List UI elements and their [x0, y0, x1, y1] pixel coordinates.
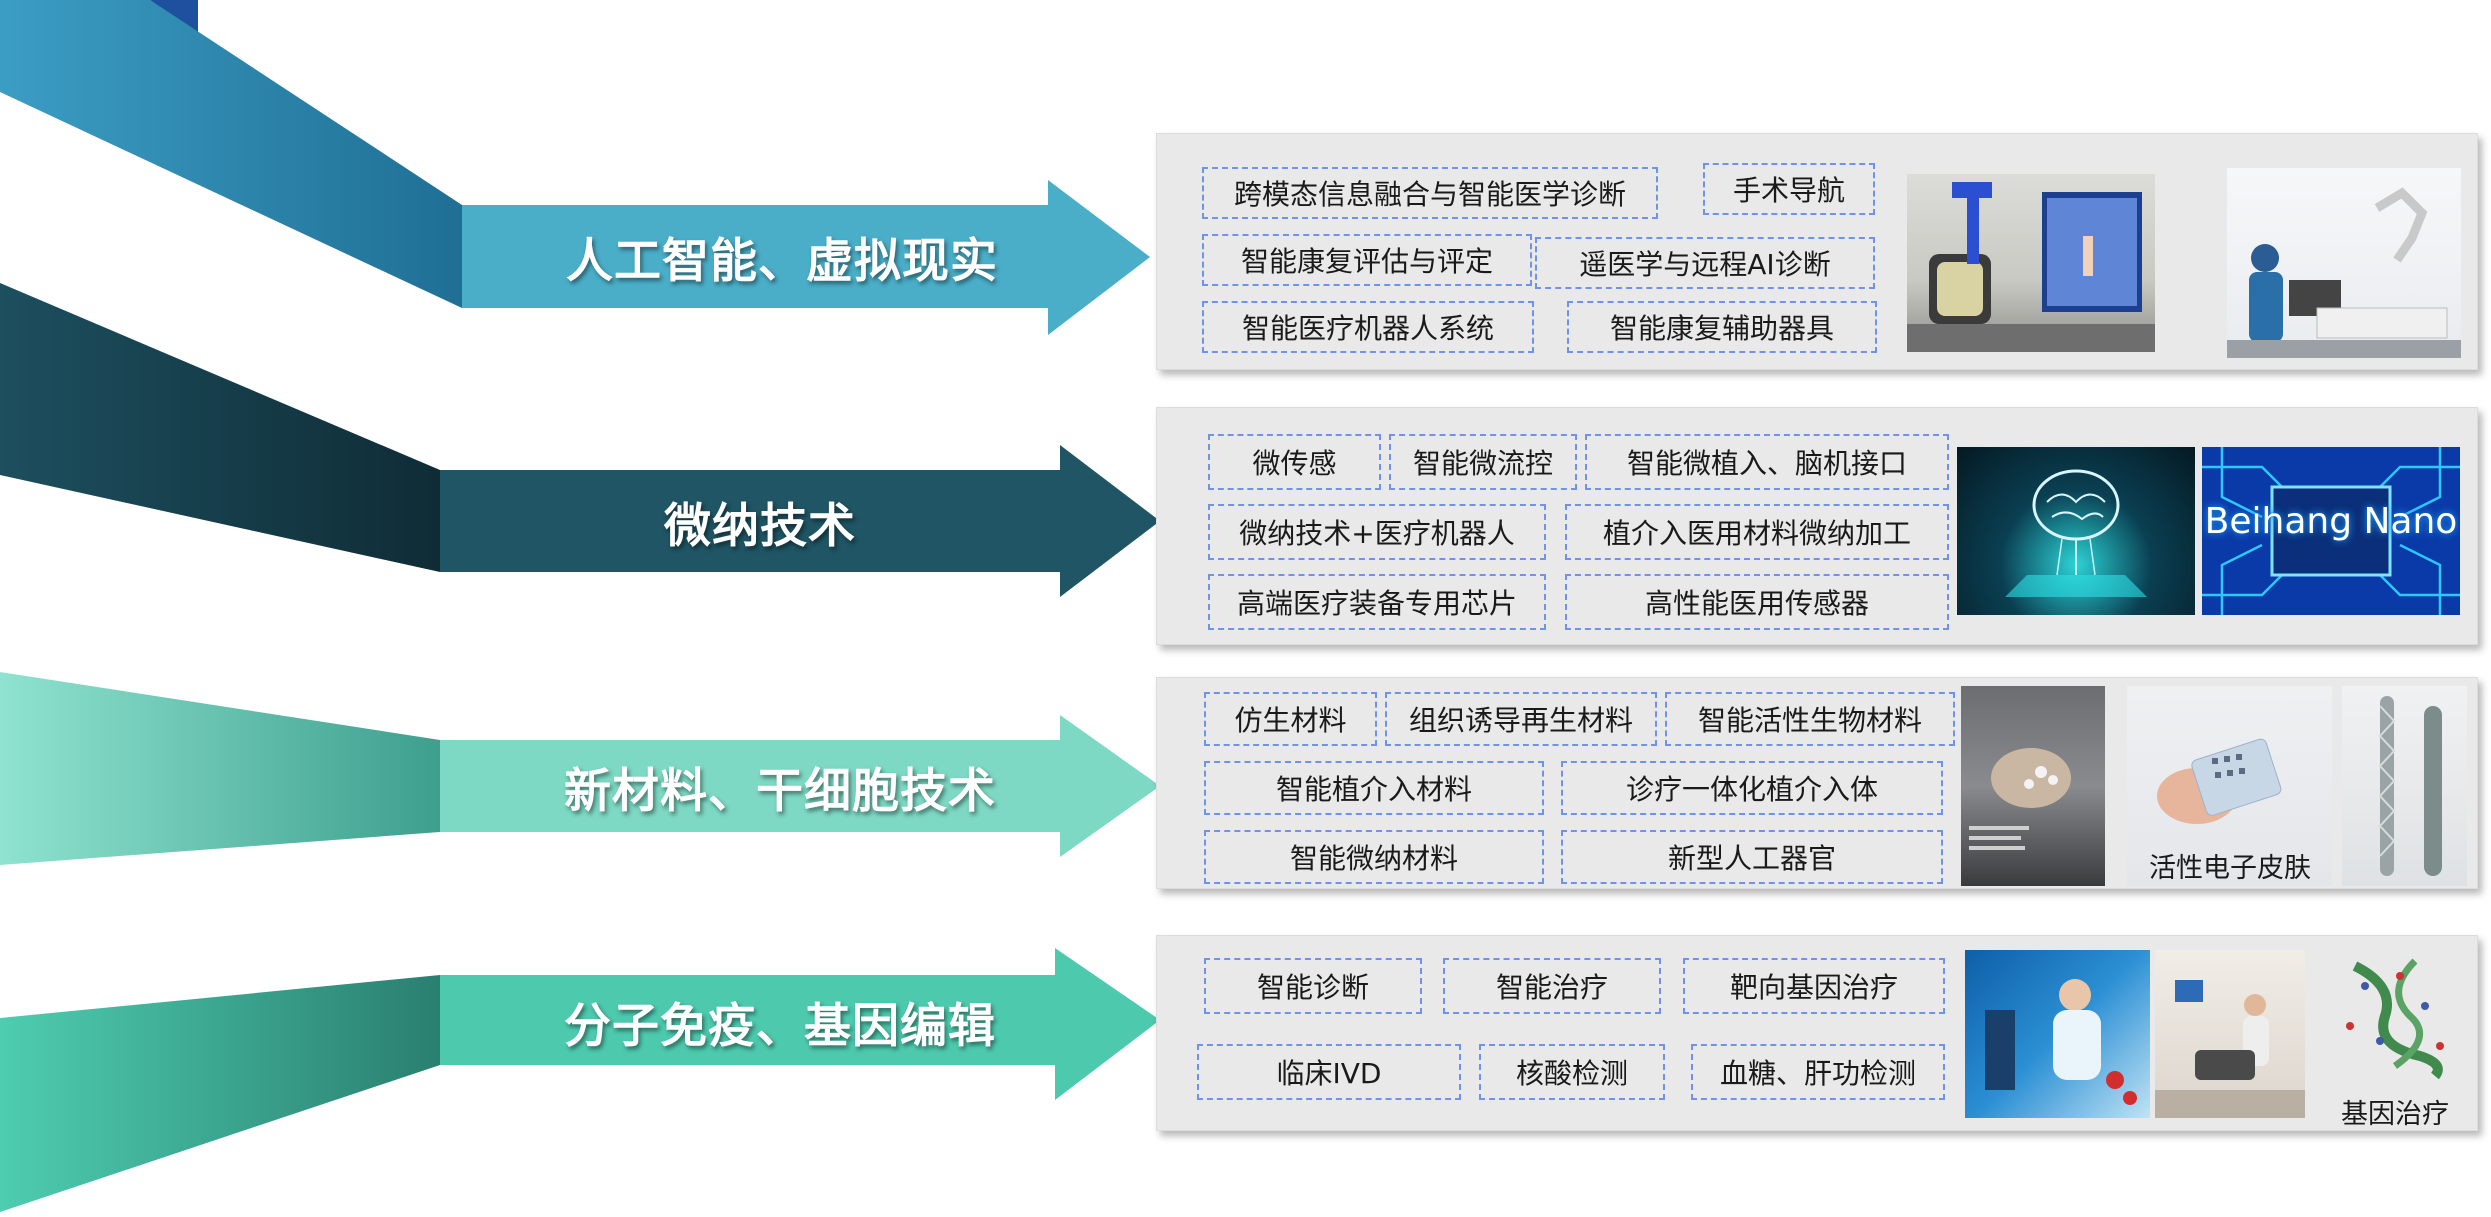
tag: 智能微纳材料 — [1204, 830, 1544, 884]
tag: 诊疗一体化植介入体 — [1561, 761, 1943, 815]
tag: 血糖、肝功检测 — [1691, 1044, 1945, 1100]
tag: 植介入医用材料微纳加工 — [1565, 504, 1949, 560]
tag: 靶向基因治疗 — [1683, 958, 1945, 1014]
tag: 仿生材料 — [1204, 692, 1377, 746]
caption-electronic-skin: 活性电子皮肤 — [2149, 853, 2311, 884]
panel-molecular-immunity: 智能诊断 智能治疗 靶向基因治疗 临床IVD 核酸检测 血糖、肝功检测 — [1156, 935, 2478, 1131]
tag: 智能微植入、脑机接口 — [1585, 434, 1949, 490]
arrow-4 — [440, 948, 1160, 1100]
fan-2 — [0, 283, 440, 572]
lab-research-photo — [1965, 950, 2150, 1118]
panel-new-materials: 仿生材料 组织诱导再生材料 智能活性生物材料 智能植介入材料 诊疗一体化植介入体… — [1156, 677, 2478, 889]
tag: 高端医疗装备专用芯片 — [1208, 574, 1546, 630]
arrow-1 — [462, 180, 1150, 335]
biomaterial-photo — [1961, 686, 2105, 886]
arrow-label-3: 新材料、干细胞技术 — [564, 763, 996, 819]
arrow-3 — [440, 715, 1160, 857]
electronic-skin-photo — [2127, 686, 2332, 886]
tag: 组织诱导再生材料 — [1385, 692, 1657, 746]
rehab-robot-photo — [1907, 174, 2155, 352]
tag: 遥医学与远程AI诊断 — [1535, 237, 1875, 289]
panel-micro-nano: 微传感 智能微流控 智能微植入、脑机接口 微纳技术+医疗机器人 植介入医用材料微… — [1156, 407, 2478, 645]
tag: 智能植介入材料 — [1204, 761, 1544, 815]
tag: 智能治疗 — [1443, 958, 1661, 1014]
brain-chip-image — [1957, 447, 2195, 615]
panel-ai-vr: 跨模态信息融合与智能医学诊断 手术导航 智能康复评估与评定 遥医学与远程AI诊断… — [1156, 133, 2478, 370]
beihang-nano-text: Beihang Nano — [2204, 501, 2458, 542]
tag: 智能康复辅助器具 — [1567, 301, 1877, 353]
tag: 智能医疗机器人系统 — [1202, 301, 1534, 353]
molecule-image — [2325, 946, 2465, 1086]
caption-gene-therapy: 基因治疗 — [2341, 1099, 2449, 1130]
tag: 微纳技术+医疗机器人 — [1208, 504, 1546, 560]
tag: 高性能医用传感器 — [1565, 574, 1949, 630]
tag: 跨模态信息融合与智能医学诊断 — [1202, 167, 1658, 219]
tag: 智能微流控 — [1389, 434, 1577, 490]
clinic-patient-photo — [2155, 950, 2305, 1118]
arrow-2 — [440, 445, 1160, 597]
fan-3 — [0, 672, 440, 865]
arrow-label-1: 人工智能、虚拟现实 — [566, 233, 998, 289]
tag: 微传感 — [1208, 434, 1381, 490]
tag: 新型人工器官 — [1561, 830, 1943, 884]
surgical-robot-photo — [2227, 168, 2461, 358]
fan-4 — [0, 975, 440, 1212]
tag: 手术导航 — [1703, 163, 1875, 215]
tag: 智能康复评估与评定 — [1202, 234, 1532, 286]
tag: 临床IVD — [1197, 1044, 1461, 1100]
tag: 核酸检测 — [1479, 1044, 1665, 1100]
beihang-nano-chip-image: Beihang Nano — [2202, 447, 2460, 615]
tag: 智能活性生物材料 — [1665, 692, 1955, 746]
tag: 智能诊断 — [1204, 958, 1422, 1014]
arrow-label-4: 分子免疫、基因编辑 — [564, 998, 996, 1054]
stent-photo — [2342, 686, 2467, 886]
arrow-label-2: 微纳技术 — [664, 498, 856, 554]
fan-1 — [0, 0, 462, 308]
